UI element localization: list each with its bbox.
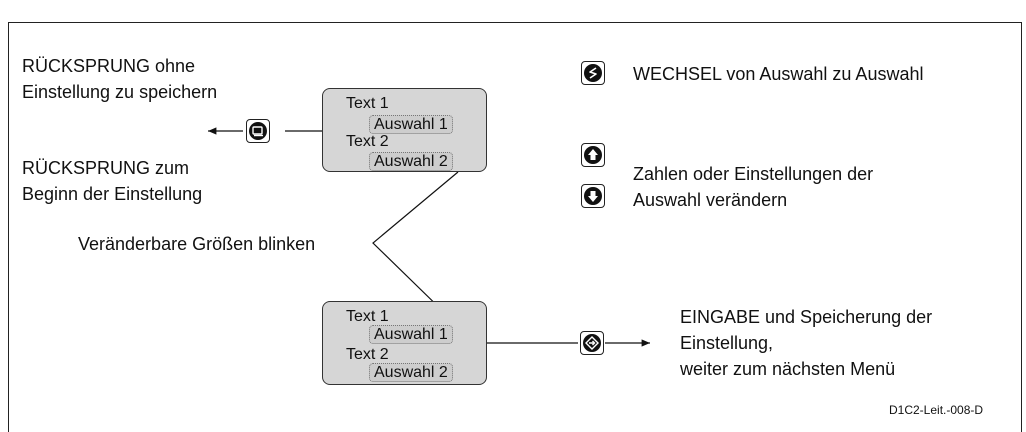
arrow-up-key-icon: [584, 146, 602, 164]
arrow-down-key-icon: [584, 187, 602, 205]
switch-label: WECHSEL von Auswahl zu Auswahl: [633, 64, 924, 84]
escape-key[interactable]: [246, 119, 270, 143]
enter-label-1: EINGABE und Speicherung der: [680, 307, 933, 327]
escape-key-icon: [249, 122, 267, 140]
display-top: Text 1 Auswahl 1 Text 2 Auswahl 2: [322, 88, 487, 172]
display-bottom: Text 1 Auswahl 1 Text 2 Auswahl 2: [322, 301, 487, 385]
back-start-label-2: Beginn der Einstellung: [22, 184, 203, 204]
display-top-text2: Text 2: [346, 133, 389, 150]
arrow-up-key[interactable]: [581, 143, 605, 167]
enter-label-3: weiter zum nächsten Menü: [680, 359, 896, 379]
back-no-save-label-1: RÜCKSPRUNG ohne: [22, 56, 196, 76]
display-top-text1: Text 1: [346, 95, 389, 112]
display-bottom-text1: Text 1: [346, 308, 389, 325]
enter-label-2: Einstellung,: [680, 333, 774, 353]
back-no-save-label-2: Einstellung zu speichern: [22, 82, 218, 102]
figure-code: D1C2-Leit.-008-D: [889, 403, 984, 417]
change-label-2: Auswahl verändern: [633, 190, 788, 210]
switch-key-icon: [584, 64, 602, 82]
blink-pointer-lines: [372, 171, 459, 323]
display-top-choice2: Auswahl 2: [369, 152, 453, 171]
display-bottom-choice1: Auswahl 1: [369, 325, 453, 344]
display-bottom-text2: Text 2: [346, 346, 389, 363]
enter-key[interactable]: [580, 331, 604, 355]
change-label-1: Zahlen oder Einstellungen der: [633, 164, 874, 184]
switch-key[interactable]: [581, 61, 605, 85]
diagram-frame: [8, 22, 1022, 432]
arrow-down-key[interactable]: [581, 184, 605, 208]
display-top-choice1: Auswahl 1: [369, 115, 453, 134]
back-start-label-1: RÜCKSPRUNG zum: [22, 158, 190, 178]
blink-note-label: Veränderbare Größen blinken: [78, 234, 316, 254]
display-bottom-choice2: Auswahl 2: [369, 363, 453, 382]
enter-key-icon: [583, 334, 601, 352]
